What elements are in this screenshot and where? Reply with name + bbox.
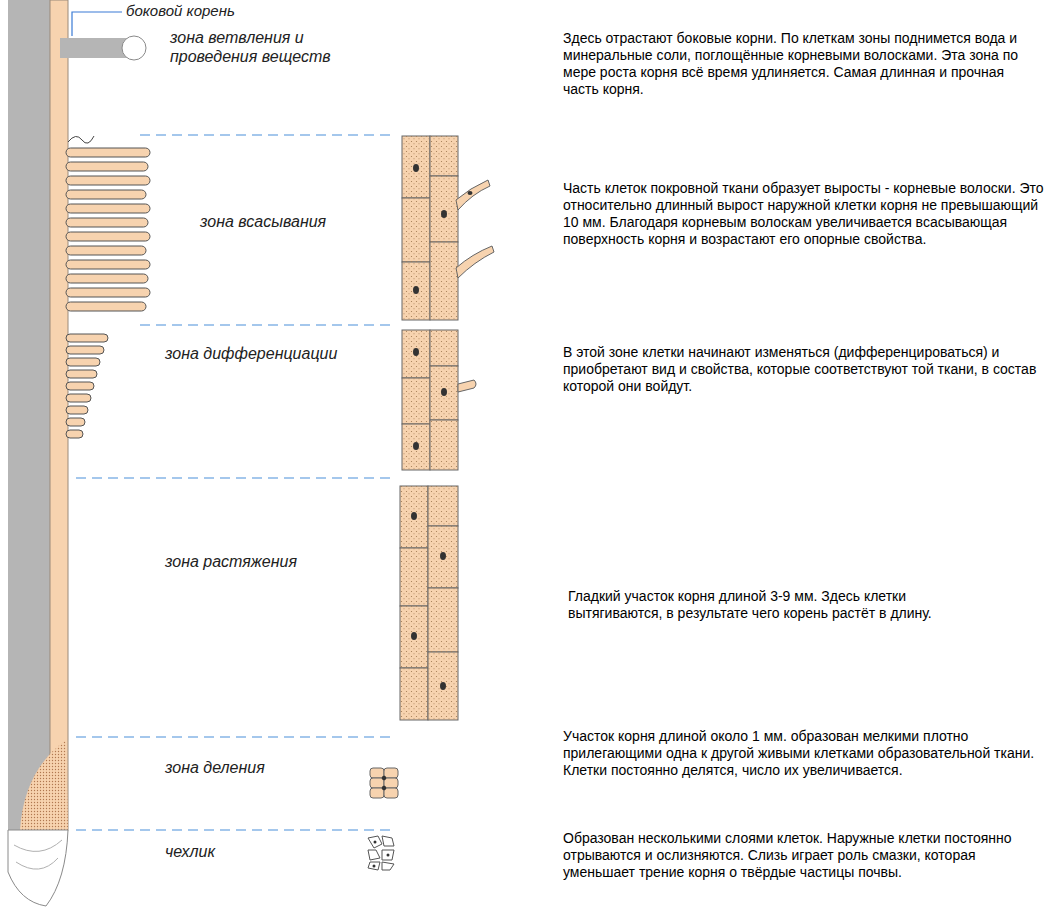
- nucleus: [382, 786, 386, 790]
- zone-border: [140, 324, 395, 325]
- cell-texture: [402, 330, 458, 470]
- cell-texture: [400, 486, 458, 720]
- lateral-root: [60, 38, 132, 58]
- nucleus: [387, 854, 390, 857]
- cell: [368, 850, 380, 860]
- root-hair: [66, 346, 104, 354]
- root-hair: [68, 136, 94, 143]
- root-cap: [8, 830, 68, 906]
- root-hair: [66, 430, 83, 438]
- cap-layers: [14, 840, 62, 869]
- meristem-dots: [20, 740, 68, 830]
- differentiation-cells: [402, 330, 476, 470]
- root-hair: [66, 232, 150, 241]
- root-hair: [66, 288, 150, 297]
- cell: [370, 788, 384, 798]
- cell: [384, 768, 398, 778]
- absorption-cells: [402, 136, 494, 320]
- zone-border: [140, 134, 395, 135]
- nucleus: [440, 552, 446, 560]
- lateral-root-tip: [122, 36, 146, 60]
- root-core: [8, 0, 54, 830]
- zone-description: Здесь отрастают боковые корни. По клетка…: [563, 30, 1043, 98]
- division-cells: [370, 768, 398, 798]
- meristem: [20, 740, 68, 830]
- root-hair: [66, 246, 146, 255]
- root-hair: [66, 406, 88, 414]
- nucleus: [441, 388, 447, 396]
- zone-description: Часть клеток покровной ткани образует вы…: [563, 180, 1045, 248]
- part-label: боковой корень: [124, 2, 237, 20]
- cell: [384, 778, 398, 788]
- nucleus: [413, 164, 419, 172]
- root-hair: [66, 382, 94, 390]
- zone-name: зона дифференциации: [165, 344, 337, 363]
- elongation-cells: [400, 486, 458, 720]
- zone-name: чехлик: [165, 842, 215, 861]
- nucleus: [413, 348, 419, 356]
- nuclei: [413, 348, 447, 450]
- nuclei: [373, 841, 390, 868]
- zone-border: [76, 736, 395, 737]
- nucleus: [411, 512, 417, 520]
- root-hair: [66, 370, 97, 378]
- zone-name: зона растяжения: [165, 552, 297, 571]
- zone-borders: [76, 135, 395, 830]
- zone-description: Участок корня длиной около 1 мм. образов…: [563, 728, 1045, 779]
- nucleus: [413, 286, 419, 294]
- cell: [382, 836, 394, 846]
- nucleus: [440, 682, 446, 690]
- nucleus: [413, 442, 419, 450]
- zone-border: [76, 829, 395, 830]
- root-hair: [66, 148, 150, 157]
- nucleus: [382, 776, 386, 780]
- young-root-hairs: [66, 334, 108, 438]
- zone-border: [76, 477, 395, 478]
- zone-description: В этой зоне клетки начинают изменяться (…: [563, 344, 1045, 395]
- root-hair: [66, 394, 91, 402]
- root-hair: [66, 358, 100, 366]
- root-hair: [66, 204, 150, 213]
- nucleus: [411, 632, 417, 640]
- cap-cells: [368, 836, 394, 870]
- nuclei: [413, 164, 473, 294]
- nucleus: [373, 865, 376, 868]
- root-hair: [66, 418, 85, 426]
- nuclei: [411, 512, 446, 690]
- nuclei: [382, 776, 386, 790]
- zone-name: зона ветвления и проведения веществ: [170, 28, 375, 66]
- root-hair: [66, 190, 146, 199]
- nucleus: [441, 210, 447, 218]
- cell: [370, 778, 384, 788]
- zone-name: зона всасывания: [200, 212, 326, 231]
- zone-name: зона деления: [165, 758, 265, 777]
- root-hair: [66, 162, 148, 171]
- cell: [382, 862, 394, 870]
- root-hair: [66, 260, 150, 269]
- cell: [382, 850, 394, 860]
- root-hair: [66, 302, 146, 311]
- root-hair: [66, 274, 148, 283]
- root-hair: [66, 176, 150, 185]
- cell-hair: [458, 380, 476, 392]
- leader-line: [72, 12, 122, 36]
- nucleus: [468, 191, 473, 195]
- zone-description: Гладкий участок корня длиной 3-9 мм. Зде…: [568, 588, 998, 622]
- cell-texture: [402, 136, 458, 320]
- nucleus: [374, 841, 377, 844]
- cell: [370, 768, 384, 778]
- root-hair: [66, 218, 148, 227]
- root-hair: [66, 334, 108, 342]
- cell: [384, 788, 398, 798]
- root-hairs: [66, 148, 150, 311]
- zone-description: Образован несколькими слоями клеток. Нар…: [563, 830, 1045, 881]
- cell: [368, 836, 382, 848]
- cell-hair: [456, 246, 494, 278]
- cell-hair: [456, 180, 490, 210]
- root-cortex: [50, 0, 68, 830]
- cell: [368, 862, 380, 870]
